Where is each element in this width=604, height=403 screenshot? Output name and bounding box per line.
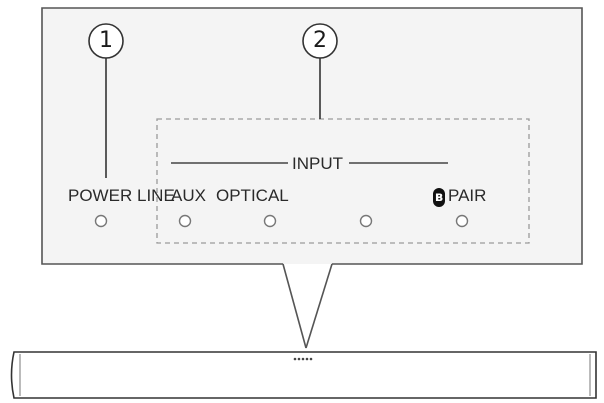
label-optical: OPTICAL: [216, 186, 289, 205]
zoom-pointer-left: [282, 263, 307, 349]
soundbar-indicator-dots: [293, 357, 313, 361]
callout-1-number: 1: [99, 28, 113, 53]
bluetooth-icon: ʙ: [433, 188, 445, 207]
soundbar-body: [10, 351, 597, 399]
zoom-pointer-right: [305, 263, 333, 349]
input-group-label: INPUT: [292, 154, 343, 173]
indicator-aux: [178, 214, 192, 228]
label-line: LINE: [137, 186, 175, 205]
callout-2-number: 2: [313, 28, 327, 53]
label-pair: PAIR: [448, 186, 487, 205]
indicator-optical: [263, 214, 277, 228]
label-power: POWER: [68, 186, 133, 205]
indicator-pair: [455, 214, 469, 228]
zoom-panel: [41, 7, 583, 265]
indicator-power-line: [94, 214, 108, 228]
indicator-4: [359, 214, 373, 228]
label-aux: AUX: [171, 186, 206, 205]
input-group-box: [156, 118, 530, 244]
